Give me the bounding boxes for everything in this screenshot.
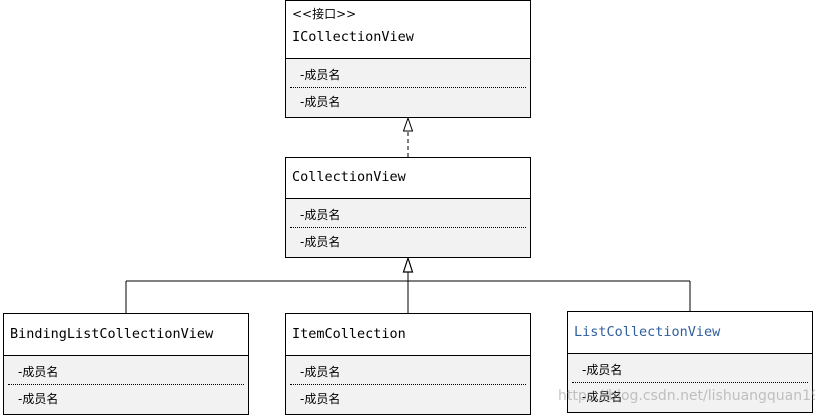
member-row: -成员名 [582,363,623,377]
member-row: -成员名 [18,392,59,406]
class-header: CollectionView [286,158,530,199]
member-separator [290,384,526,385]
class-members: -成员名 -成员名 [286,199,530,257]
class-listcollectionview[interactable]: ListCollectionView -成员名 -成员名 [567,311,813,413]
class-bindinglistcollectionview[interactable]: BindingListCollectionView -成员名 -成员名 [3,313,249,415]
class-header: ItemCollection [286,314,530,356]
stereotype-label: <<接口>> [292,7,357,21]
member-row: -成员名 [300,392,341,406]
member-separator [290,87,526,88]
member-separator [290,227,526,228]
member-row: -成员名 [582,390,623,404]
interface-class-icollectionview[interactable]: <<接口>> ICollectionView -成员名 -成员名 [285,0,531,118]
member-row: -成员名 [18,365,59,379]
member-row: -成员名 [300,208,341,222]
class-collectionview[interactable]: CollectionView -成员名 -成员名 [285,157,531,258]
class-members: -成员名 -成员名 [4,356,248,414]
member-row: -成员名 [300,68,341,82]
class-header: <<接口>> ICollectionView [286,1,530,59]
class-name: ItemCollection [292,326,406,342]
class-header: ListCollectionView [568,312,812,354]
class-header: BindingListCollectionView [4,314,248,356]
member-separator [572,382,808,383]
class-members: -成员名 -成员名 [286,356,530,414]
member-row: -成员名 [300,95,341,109]
class-name-link[interactable]: ListCollectionView [574,324,721,340]
generalization-arrowhead [402,256,414,273]
class-members: -成员名 -成员名 [286,59,530,117]
class-members: -成员名 -成员名 [568,354,812,412]
class-name: CollectionView [292,169,406,185]
member-separator [8,384,244,385]
member-row: -成员名 [300,235,341,249]
class-itemcollection[interactable]: ItemCollection -成员名 -成员名 [285,313,531,415]
realization-arrowhead [402,116,414,132]
member-row: -成员名 [300,365,341,379]
class-name: ICollectionView [292,29,414,45]
class-name: BindingListCollectionView [10,326,214,342]
watermark-text: https://blog.csdn.net/lishuangquan1987 [558,388,815,404]
